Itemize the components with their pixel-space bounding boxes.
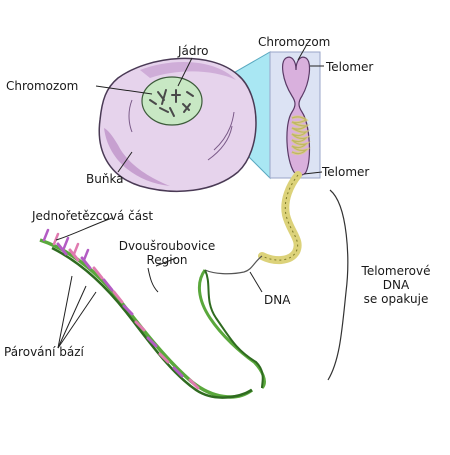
telomere-coil-strand xyxy=(258,171,302,265)
label-cell: Buňka xyxy=(86,172,124,186)
label-dna: DNA xyxy=(264,293,291,307)
dna-thread xyxy=(204,255,263,275)
label-double-helix-line1: Dvoušroubovice xyxy=(118,239,216,253)
label-chromosome-cell: Chromozom xyxy=(6,79,79,93)
dna-loop-helix xyxy=(197,269,266,390)
label-telomeric-line3: se opakuje xyxy=(363,292,429,306)
nucleus xyxy=(141,76,203,126)
label-telomere-bottom: Telomer xyxy=(322,165,370,179)
label-telomeric-line1: Telomerové xyxy=(361,264,431,278)
label-nucleus: Jádro xyxy=(178,44,209,58)
label-telomere-top: Telomer xyxy=(326,60,374,74)
label-telomeric-line2: DNA xyxy=(382,278,410,292)
cell-shading-top xyxy=(140,61,236,80)
cell-shading xyxy=(104,128,170,186)
chromosome-coil xyxy=(290,115,311,156)
single-strand-region xyxy=(42,228,90,262)
chromatin xyxy=(149,89,194,117)
label-single-strand: Jednořetězcová část xyxy=(32,209,154,223)
label-double-helix-line2: Region xyxy=(146,253,188,267)
label-chromosome-panel: Chromozom xyxy=(258,35,331,49)
cell-endoplasmic-lines xyxy=(128,99,235,161)
telomeric-repeat-bracket xyxy=(327,189,349,381)
label-base-pairing: Párování bází xyxy=(4,345,84,359)
leader-lines xyxy=(55,45,324,349)
label-double-helix: Dvoušroubovice Region xyxy=(112,239,222,267)
label-telomeric-dna: Telomerové DNA se opakuje xyxy=(354,264,438,306)
